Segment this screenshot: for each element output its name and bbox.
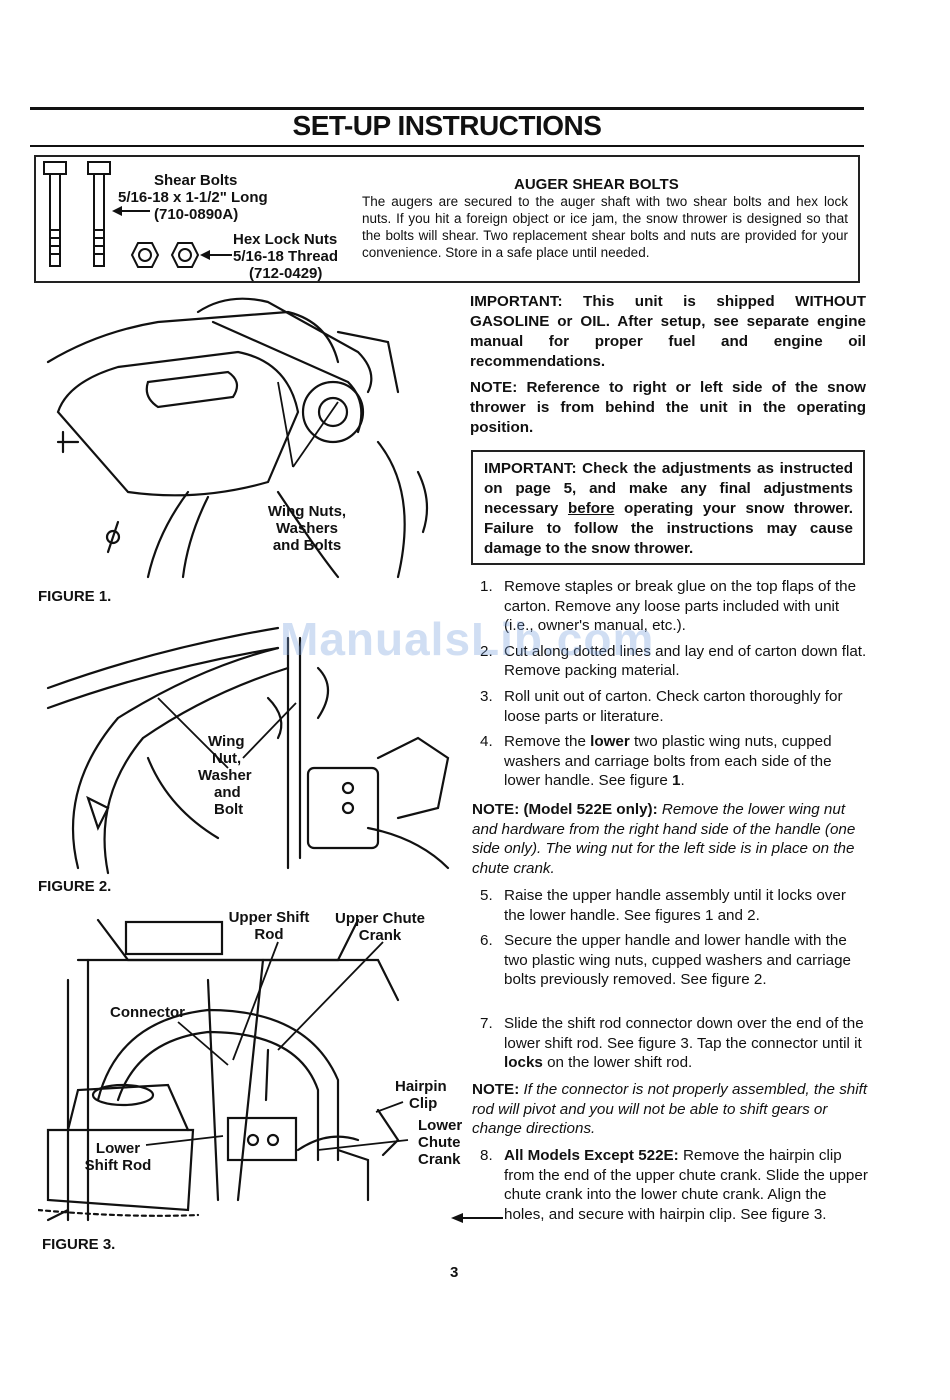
shear-bolts-label: Shear Bolts — [154, 172, 238, 189]
fig2-callout: Wing Nut, Washer and Bolt — [198, 733, 252, 818]
note-left-right: NOTE: Reference to right or left side of… — [470, 379, 866, 436]
list-item: 3.Roll unit out of carton. Check carton … — [480, 687, 843, 725]
steps-list-a: 1.Remove staples or break glue on the to… — [478, 577, 868, 791]
important-box-underlined: before — [567, 500, 615, 517]
auger-shear-heading: AUGER SHEAR BOLTS — [514, 176, 679, 193]
shear-bolts-icon — [43, 161, 111, 267]
important-fuel-note: IMPORTANT: This unit is shipped WITHOUT … — [470, 293, 866, 370]
figure2-illustration — [46, 626, 450, 875]
note-model-522e: NOTE: (Model 522E only): Remove the lowe… — [472, 801, 856, 877]
steps-list-b: 5.Raise the upper handle assembly until … — [478, 886, 868, 990]
shear-bolts-box — [34, 155, 860, 283]
list-item: 5.Raise the upper handle assembly until … — [480, 887, 846, 924]
hex-nuts-label: Hex Lock Nuts — [233, 231, 338, 248]
fig1-callout: Wing Nuts, Washers and Bolts — [267, 503, 347, 554]
figure2-caption: FIGURE 2. — [38, 878, 112, 895]
figure1-caption: FIGURE 1. — [38, 588, 112, 605]
shear-bolts-part: (710-0890A) — [154, 206, 239, 223]
hex-nuts-icon — [130, 242, 200, 268]
list-item: 4.Remove the lower two plastic wing nuts… — [480, 733, 832, 790]
page-number: 3 — [450, 1264, 459, 1281]
page-title: SET-UP INSTRUCTIONS — [292, 110, 602, 141]
steps-list-d: 8.All Models Except 522E: Remove the hai… — [478, 1146, 868, 1224]
list-item: 2.Cut along dotted lines and lay end of … — [480, 642, 867, 680]
note-connector: NOTE: If the connector is not properly a… — [472, 1081, 868, 1138]
auger-shear-body: The augers are secured to the auger shaf… — [362, 194, 848, 260]
watermark: ManualsLib.com — [280, 613, 655, 665]
hex-nuts-part: (712-0429) — [249, 265, 323, 282]
fig3-connector: Connector — [110, 1004, 185, 1021]
steps-list-c: 7.Slide the shift rod connector down ove… — [478, 1014, 868, 1073]
shear-bolts-size: 5/16-18 x 1-1/2" Long — [118, 189, 268, 206]
title-rule-bottom — [30, 145, 864, 147]
important-box-text-b: operating your snow thrower. Failure to … — [484, 500, 853, 557]
hex-nuts-thread: 5/16-18 Thread — [233, 248, 339, 265]
arrow-icon — [200, 250, 232, 260]
list-item: 1.Remove staples or break glue on the to… — [480, 578, 857, 635]
figure1-illustration — [46, 297, 429, 579]
figure3-caption: FIGURE 3. — [42, 1236, 116, 1253]
arrow-icon — [112, 206, 150, 216]
list-item: 7.Slide the shift rod connector down ove… — [480, 1015, 864, 1072]
list-item: 6.Secure the upper handle and lower hand… — [480, 932, 851, 989]
list-item: 8.All Models Except 522E: Remove the hai… — [480, 1147, 868, 1223]
title-rule-top — [30, 107, 864, 110]
important-box-text-a: IMPORTANT: Check the adjustments as inst… — [484, 460, 853, 517]
figure3-illustration — [38, 918, 409, 1222]
arrow-icon — [451, 1213, 503, 1223]
important-adjustments-box: IMPORTANT: Check the adjustments as inst… — [471, 450, 865, 565]
